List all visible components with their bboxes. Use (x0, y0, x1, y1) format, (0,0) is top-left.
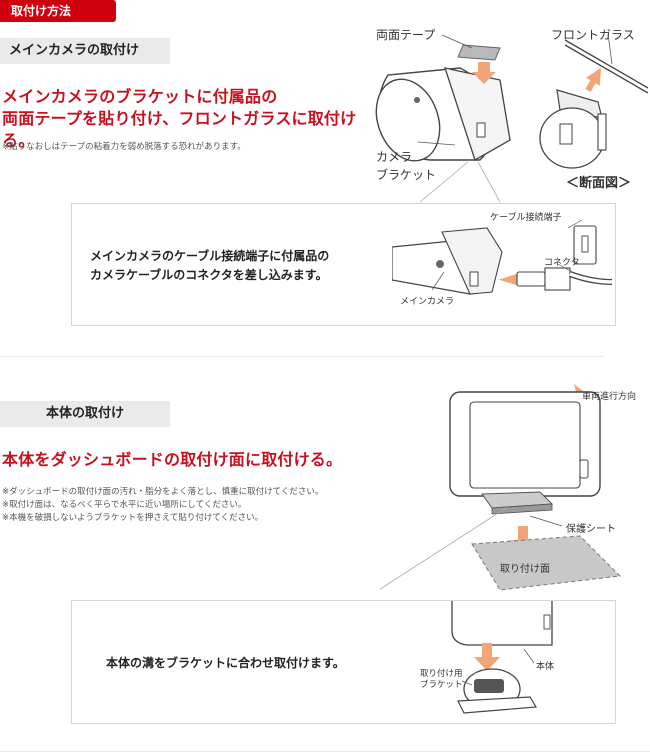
mount-bracket-label-line2: ブラケット (420, 680, 463, 690)
section2-note: ※取付け面は、なるべく平らで水平に近い場所にしてください。 (2, 500, 247, 510)
protect-sheet-label: 保護シート (566, 524, 616, 535)
section1-heading-line1: メインカメラのブラケットに付属品の (2, 87, 278, 106)
main-camera-label: メインカメラ (400, 297, 455, 307)
section1-heading-line2: 両面テープを貼り付け、フロントガラスに取付ける。 (2, 109, 357, 150)
terminal-label: ケーブル接続端子 (490, 213, 562, 223)
direction-label: 車両進行方向 (582, 392, 637, 402)
camera-bracket-illustration (375, 33, 649, 203)
cable-connection-line1: メインカメラのケーブル接続端子に付属品の (90, 249, 330, 263)
tape-label: 両面テープ (376, 28, 436, 42)
bracket-label-line1: カメラ (376, 150, 413, 164)
section1-heading: メインカメラのブラケットに付属品の 両面テープを貼り付け、フロントガラスに取付け… (2, 86, 382, 152)
section-tag: 取付け方法 (0, 0, 116, 22)
bracket-fit-illustration (451, 601, 553, 714)
mount-surface-label: 取り付け面 (500, 564, 550, 575)
bottom-divider (0, 751, 650, 752)
section1-note: ※貼りなおしはテープの粘着力を弱め脱落する恐れがあります。 (2, 142, 246, 152)
cable-connector-illustration (392, 219, 612, 295)
section2-note: ※ダッシュボードの取付け面の汚れ・脂分をよく落とし、慎重に取付けてください。 (2, 487, 324, 497)
cable-connection-text: メインカメラのケーブル接続端子に付属品の カメラケーブルのコネクタを差し込みます… (90, 247, 410, 285)
bracket-label-line2: ブラケット (376, 168, 437, 182)
bracket-label: カメラ ブラケット (376, 148, 436, 184)
section2-notes: ※ダッシュボードの取付け面の汚れ・脂分をよく落とし、慎重に取付けてください。 ※… (2, 486, 402, 525)
bracket-fit-box: 本体の溝をブラケットに合わせ取付けます。 本体 取り付け用 ブラケット (71, 600, 616, 724)
body-mount-illustration (380, 384, 622, 591)
section-divider (0, 356, 604, 357)
section2-heading: 本体をダッシュボードの取付け面に取付ける。 (2, 450, 343, 469)
section1-title-bar: メインカメラの取付け (0, 38, 170, 64)
mount-bracket-label-line1: 取り付け用 (420, 669, 463, 679)
connector-label: コネクタ (544, 258, 580, 268)
section2-title-bar: 本体の取付け (0, 401, 170, 427)
cable-connection-line2: カメラケーブルのコネクタを差し込みます。 (90, 268, 328, 282)
body-label: 本体 (536, 662, 555, 672)
bracket-fit-text: 本体の溝をブラケットに合わせ取付けます。 (106, 656, 345, 670)
mount-bracket-label: 取り付け用 ブラケット (420, 669, 463, 691)
section2-note: ※本機を破損しないようブラケットを押さえて貼り付けてください。 (2, 513, 264, 523)
cable-connection-box: メインカメラのケーブル接続端子に付属品の カメラケーブルのコネクタを差し込みます… (71, 203, 616, 326)
front-glass-label: フロントガラス (551, 28, 635, 42)
section-view-label: ＜断面図＞ (566, 176, 632, 191)
